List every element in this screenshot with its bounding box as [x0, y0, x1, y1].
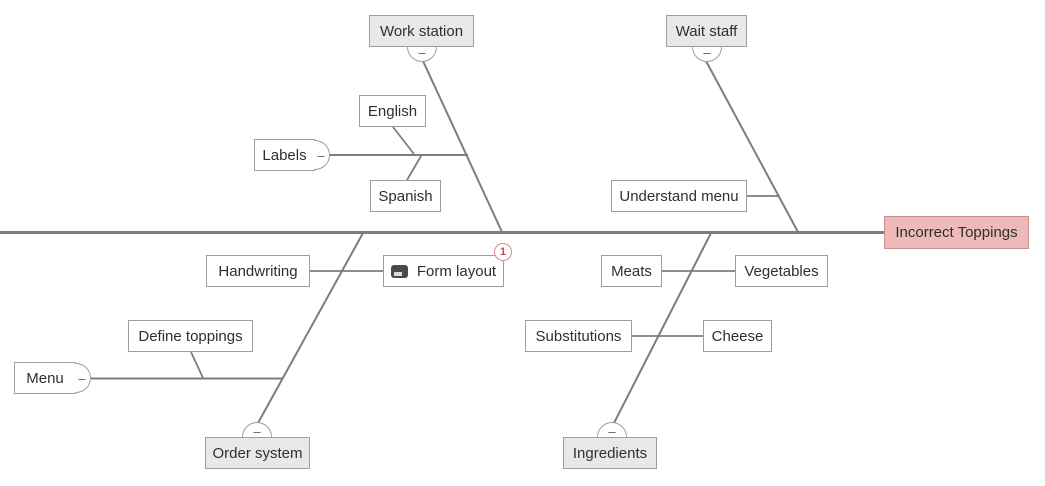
cause-label: Define toppings: [138, 327, 243, 345]
category-label: Ingredients: [572, 444, 648, 462]
minus-icon: –: [418, 45, 426, 60]
category-label: Order system: [212, 444, 303, 462]
cause-meats[interactable]: Meats: [601, 255, 662, 287]
bone-work-station: [422, 60, 503, 233]
cause-handwriting[interactable]: Handwriting: [206, 255, 310, 287]
minus-icon: –: [78, 370, 86, 386]
bone-ingredients: [613, 232, 712, 424]
cause-label: Cheese: [711, 327, 764, 345]
cause-define-toppings[interactable]: Define toppings: [128, 320, 253, 352]
minus-icon: –: [608, 423, 616, 439]
category-order-system[interactable]: Order system: [205, 437, 310, 469]
cause-label: Spanish: [378, 187, 433, 205]
cause-labels[interactable]: Labels: [254, 139, 315, 171]
category-wait-staff[interactable]: Wait staff: [666, 15, 747, 47]
category-ingredients[interactable]: Ingredients: [563, 437, 657, 469]
bone-order-system: [257, 232, 364, 424]
cause-label: Understand menu: [619, 187, 739, 205]
cause-vegetables[interactable]: Vegetables: [735, 255, 828, 287]
cause-menu[interactable]: Menu: [14, 362, 76, 394]
problem-effect-box[interactable]: Incorrect Toppings: [884, 216, 1029, 249]
cause-substitutions[interactable]: Substitutions: [525, 320, 632, 352]
minus-icon: –: [317, 147, 325, 163]
cause-english[interactable]: English: [359, 95, 426, 127]
cause-spanish[interactable]: Spanish: [370, 180, 441, 212]
comment-count: 1: [499, 246, 507, 258]
cause-form-layout[interactable]: Form layout: [383, 255, 504, 287]
spanish-connector: [406, 155, 422, 181]
cause-label: Meats: [611, 262, 652, 280]
cause-label: Form layout: [416, 262, 497, 280]
cause-label: Labels: [262, 146, 307, 164]
minus-icon: –: [703, 45, 711, 60]
cause-cheese[interactable]: Cheese: [703, 320, 772, 352]
cause-label: Handwriting: [218, 262, 298, 280]
cause-label: Vegetables: [744, 262, 819, 280]
category-label: Work station: [379, 22, 464, 40]
comment-count-badge[interactable]: 1: [494, 243, 512, 261]
category-work-station[interactable]: Work station: [369, 15, 474, 47]
cause-understand-menu[interactable]: Understand menu: [611, 180, 747, 212]
comment-icon: [390, 264, 408, 278]
cause-label: Substitutions: [535, 327, 622, 345]
problem-label: Incorrect Toppings: [895, 224, 1018, 241]
cause-label: English: [367, 102, 418, 120]
category-label: Wait staff: [675, 22, 738, 40]
bone-wait-staff: [705, 60, 799, 233]
english-connector: [392, 126, 415, 155]
cause-label: Menu: [26, 369, 64, 387]
define-toppings-connector: [190, 351, 204, 379]
minus-icon: –: [253, 423, 261, 439]
